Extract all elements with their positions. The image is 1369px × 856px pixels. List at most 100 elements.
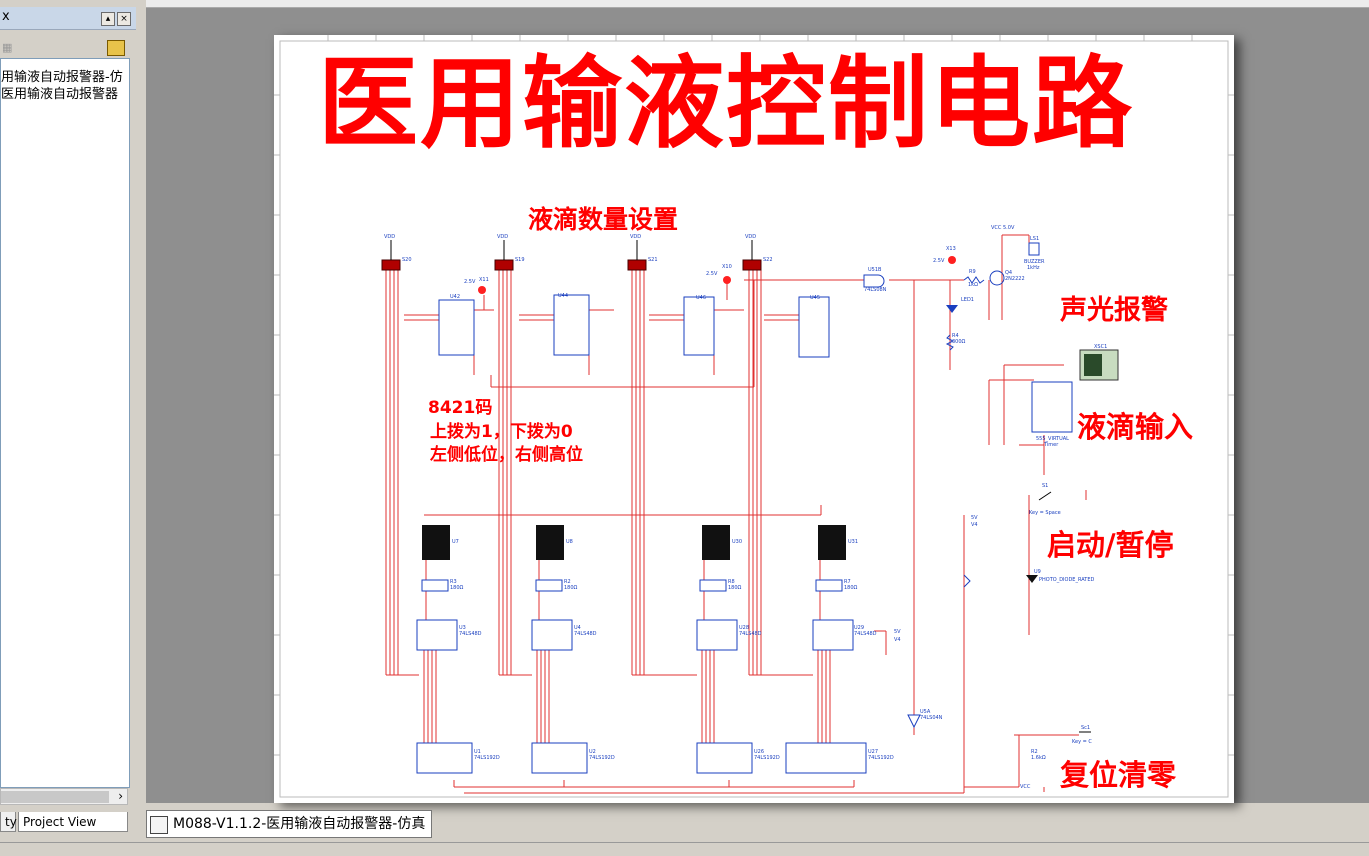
display-label-u30: U30 xyxy=(732,539,742,545)
label-sound-light-alarm: 声光报警 xyxy=(1060,295,1168,326)
decoder-part-1: 74LS48D xyxy=(459,631,482,637)
switch-label-s21: S21 xyxy=(648,257,658,263)
switch-label-s22: S22 xyxy=(763,257,773,263)
photodiode-label: U9 xyxy=(1034,569,1041,575)
photodiode-part-label: PHOTO_DIODE_RATED xyxy=(1039,577,1094,583)
led-label: LED1 xyxy=(961,297,974,303)
gate-part-label: 74LS08N xyxy=(864,287,887,293)
border-ticks xyxy=(274,35,1234,756)
vdd-label-4: VDD xyxy=(745,234,756,240)
rpack-value-4: 180Ω xyxy=(844,585,858,591)
schematic-drawing: VDD VDD VDD VDD S20 S19 S21 S22 U42 U44 … xyxy=(274,35,1234,798)
switch-s19 xyxy=(494,259,514,271)
r4-value-label: 300Ω xyxy=(952,339,966,345)
tab-hierarchy[interactable]: ty xyxy=(0,812,17,832)
photodiode-symbol xyxy=(1026,575,1038,583)
counter-label-u27: U27 xyxy=(868,749,878,755)
switch-label-s19: S19 xyxy=(515,257,525,263)
label-drop-count-setting: 液滴数量设置 xyxy=(528,205,679,234)
ic-label-u46: U46 xyxy=(696,295,706,301)
v4-label-1: V4 xyxy=(971,522,978,528)
probe-label-x10: X10 xyxy=(722,264,732,270)
tree-item-design-1[interactable]: 用输液自动报警器-仿 xyxy=(1,70,123,85)
v4-label-2: V4 xyxy=(894,637,901,643)
horizontal-scrollbar[interactable]: › xyxy=(0,788,128,805)
timer-label: Timer xyxy=(1043,442,1059,448)
switch-s1-symbol xyxy=(1038,491,1052,501)
counter-label-u1: U1 xyxy=(474,749,481,755)
ic-label-u42: U42 xyxy=(450,294,460,300)
resistor-packs xyxy=(421,579,843,592)
minimize-icon[interactable]: ▴ xyxy=(101,12,115,26)
gate-label: U51B xyxy=(868,267,882,273)
rpack-value-1: 180Ω xyxy=(450,585,464,591)
rpack-label-r8: R8 xyxy=(728,579,735,585)
r4-label: R4 xyxy=(952,333,959,339)
ic-label-u44: U44 xyxy=(558,293,568,299)
panel-titlebar xyxy=(0,7,136,30)
schematic-file-icon xyxy=(150,816,168,834)
probe-voltage-2: 2.5V xyxy=(706,271,718,277)
resistor-r9 xyxy=(963,276,985,284)
project-tree: 用输液自动报警器-仿 医用输液自动报警器 xyxy=(0,58,130,788)
scroll-right-icon[interactable]: › xyxy=(118,789,123,803)
resistor-r4 xyxy=(945,334,955,351)
sheet-border xyxy=(279,40,1229,798)
decoder-label-u28: U28 xyxy=(739,625,749,631)
label-drop-input: 液滴输入 xyxy=(1077,410,1194,444)
label-reset-clear: 复位清零 xyxy=(1060,758,1177,792)
transistor-part-label: 2N2222 xyxy=(1005,276,1025,282)
rpack-value-2: 180Ω xyxy=(564,585,578,591)
counter-part-2: 74LS192D xyxy=(589,755,615,761)
note-bcd-code: 8421码 xyxy=(428,398,493,418)
reset-resistor-label: R2 xyxy=(1031,749,1038,755)
rpack-value-3: 180Ω xyxy=(728,585,742,591)
tab-project-view[interactable]: Project View xyxy=(18,812,128,832)
decoder-part-2: 74LS48D xyxy=(574,631,597,637)
probe-label-x11: X11 xyxy=(479,277,489,283)
vdd-label-3: VDD xyxy=(630,234,641,240)
top-counter-ics xyxy=(438,294,830,358)
timer-part-label: 555_VIRTUAL xyxy=(1036,436,1069,442)
counter-part-4: 74LS192D xyxy=(868,755,894,761)
document-tab[interactable]: M088-V1.1.2-医用输液自动报警器-仿真 xyxy=(146,810,433,838)
document-tab-label: M088-V1.1.2-医用输液自动报警器-仿真 xyxy=(173,816,426,832)
label-start-pause: 启动/暂停 xyxy=(1047,528,1174,562)
switch-s20 xyxy=(381,259,401,271)
probe-label-x13: X13 xyxy=(946,246,956,252)
v5-label-2: 5V xyxy=(894,629,901,635)
transistor-label: Q4 xyxy=(1005,270,1012,276)
project-folder-icon[interactable] xyxy=(107,40,125,56)
close-icon[interactable]: × xyxy=(117,12,131,26)
phototransistor-symbol xyxy=(963,574,971,588)
v5-label-1: 5V xyxy=(971,515,978,521)
decoder-label-u4: U4 xyxy=(574,625,581,631)
schematic-title: 医用输液控制电路 xyxy=(318,45,1134,162)
switch-s21 xyxy=(627,259,647,271)
note-switch-direction: 上拨为1，下拨为0 xyxy=(430,422,573,442)
buzzer-label: LS1 xyxy=(1030,236,1039,242)
wires xyxy=(385,234,1087,794)
rpack-label-r7: R7 xyxy=(844,579,851,585)
r9-label: R9 xyxy=(969,269,976,275)
tree-item-design-2[interactable]: 医用输液自动报警器 xyxy=(1,87,119,102)
decoder-part-3: 74LS48D xyxy=(739,631,762,637)
switch-sc1-label: Sc1 xyxy=(1081,725,1090,731)
ic-label-u45: U45 xyxy=(810,295,820,301)
dip-switches xyxy=(381,240,762,271)
vdd-label-2: VDD xyxy=(497,234,508,240)
rpack-label-r3: R3 xyxy=(450,579,457,585)
probe-voltage-3: 2.5V xyxy=(933,258,945,264)
scrollbar-thumb[interactable] xyxy=(1,791,109,803)
switch-s1-key-label: Key = Space xyxy=(1029,510,1061,516)
led-symbol xyxy=(946,305,958,313)
vdd-label-1: VDD xyxy=(384,234,395,240)
transistor-symbol xyxy=(989,270,1005,286)
switch-sc1-key-label: Key = C xyxy=(1072,739,1092,745)
switch-label-s20: S20 xyxy=(402,257,412,263)
display-label-u31: U31 xyxy=(848,539,858,545)
oscilloscope-screen xyxy=(1084,354,1102,376)
bottom-counter-ics xyxy=(416,742,867,774)
tree-toolbar-icon: ▦ xyxy=(2,41,13,54)
vcc-5v-label: VCC 5.0V xyxy=(991,225,1015,231)
